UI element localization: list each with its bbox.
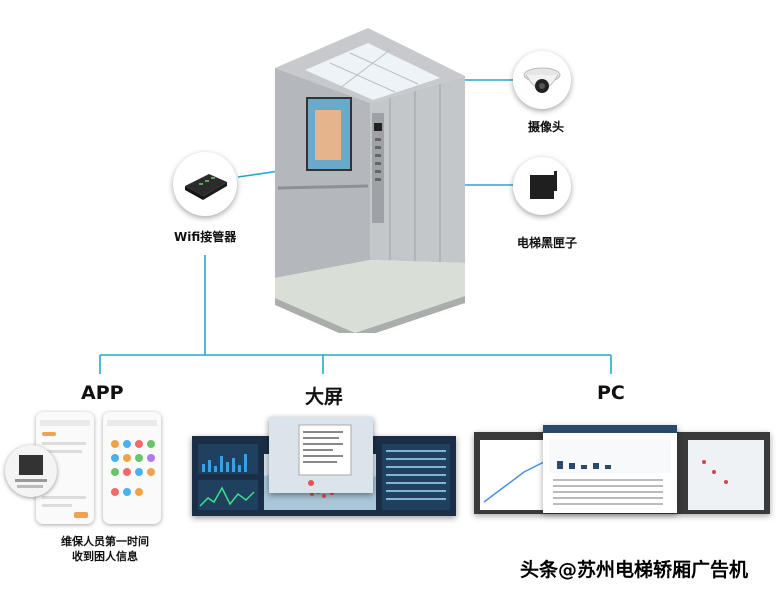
app-caption-line2: 收到困人信息 bbox=[72, 550, 138, 563]
watermark: 头条@苏州电梯轿厢广告机 bbox=[520, 559, 749, 581]
blackbox-label: 电梯黑匣子 bbox=[517, 236, 578, 250]
wifi-label: Wifi接管器 bbox=[174, 230, 237, 244]
pc-screen-front bbox=[543, 425, 677, 513]
avatar-icon bbox=[15, 455, 47, 488]
router-icon bbox=[185, 174, 227, 200]
black-box-icon bbox=[530, 171, 557, 199]
camera-label: 摄像头 bbox=[528, 120, 565, 134]
camera-device-circle bbox=[513, 51, 571, 109]
app-phone-right bbox=[103, 412, 161, 524]
dashboard-popup bbox=[269, 417, 373, 493]
app-caption-line1: 维保人员第一时间 bbox=[61, 535, 149, 548]
camera-icon bbox=[523, 67, 561, 93]
wifi-device-circle bbox=[173, 152, 237, 216]
app-label: APP bbox=[81, 382, 124, 404]
blackbox-device-circle bbox=[513, 157, 571, 215]
app-notification-bubble bbox=[5, 445, 57, 497]
pc-label: PC bbox=[597, 382, 625, 404]
screen-label: 大屏 bbox=[305, 386, 344, 408]
app-caption: 维保人员第一时间 收到困人信息 bbox=[40, 534, 170, 564]
elevator-cabin bbox=[275, 28, 465, 333]
